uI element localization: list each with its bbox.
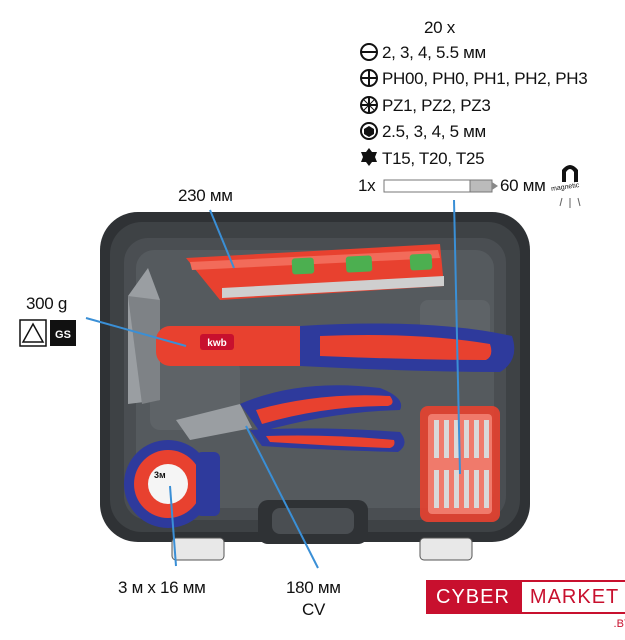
bits-count-label: 20 x	[424, 18, 455, 37]
logo-cyber: CYBER	[426, 580, 520, 614]
slotted-bit-icon	[360, 43, 378, 61]
hex-bits-label: 2.5, 3, 4, 5 мм	[382, 122, 486, 141]
hammer-brand-text: kwb	[207, 338, 226, 349]
tape-measure	[124, 440, 220, 528]
hex-bit-icon	[360, 122, 378, 140]
magnet-icon	[559, 165, 581, 208]
gs-mark-icon: GS	[55, 329, 71, 341]
logo-suffix: .BY	[613, 618, 625, 630]
torx-bits-label: T15, T20, T25	[382, 149, 485, 168]
callout-lines	[85, 199, 461, 569]
spirit-level	[186, 244, 444, 300]
pozidriv-bit-icon	[360, 96, 378, 114]
pozidriv-bits-label: PZ1, PZ2, PZ3	[382, 96, 491, 115]
phillips-bits-label: PH00, PH0, PH1, PH2, PH3	[382, 69, 588, 88]
phillips-bit-icon	[360, 69, 378, 87]
hammer: kwb	[128, 268, 515, 404]
hammer-weight-label: 300 g	[26, 294, 68, 313]
tape-size-label: 3 м x 16 мм	[118, 578, 206, 597]
holder-length-label: 60 мм	[500, 176, 546, 195]
pliers-material-label: CV	[302, 600, 326, 619]
tape-length-mark: 3м	[154, 470, 166, 480]
slotted-bits-label: 2, 3, 4, 5.5 мм	[382, 43, 486, 62]
bit-icons	[360, 43, 378, 166]
holder-count-label: 1x	[358, 176, 376, 195]
logo-market: MARKET	[519, 580, 625, 614]
certification-marks: GS	[19, 319, 76, 347]
tuv-icon	[21, 322, 45, 343]
level-length-label: 230 мм	[178, 186, 233, 205]
bit-holder	[383, 179, 498, 193]
pliers	[176, 385, 405, 452]
cybermarket-logo[interactable]: CYBER MARKET .BY	[426, 580, 625, 630]
torx-bit-icon	[361, 148, 377, 166]
pliers-size-label: 180 мм	[286, 578, 341, 597]
